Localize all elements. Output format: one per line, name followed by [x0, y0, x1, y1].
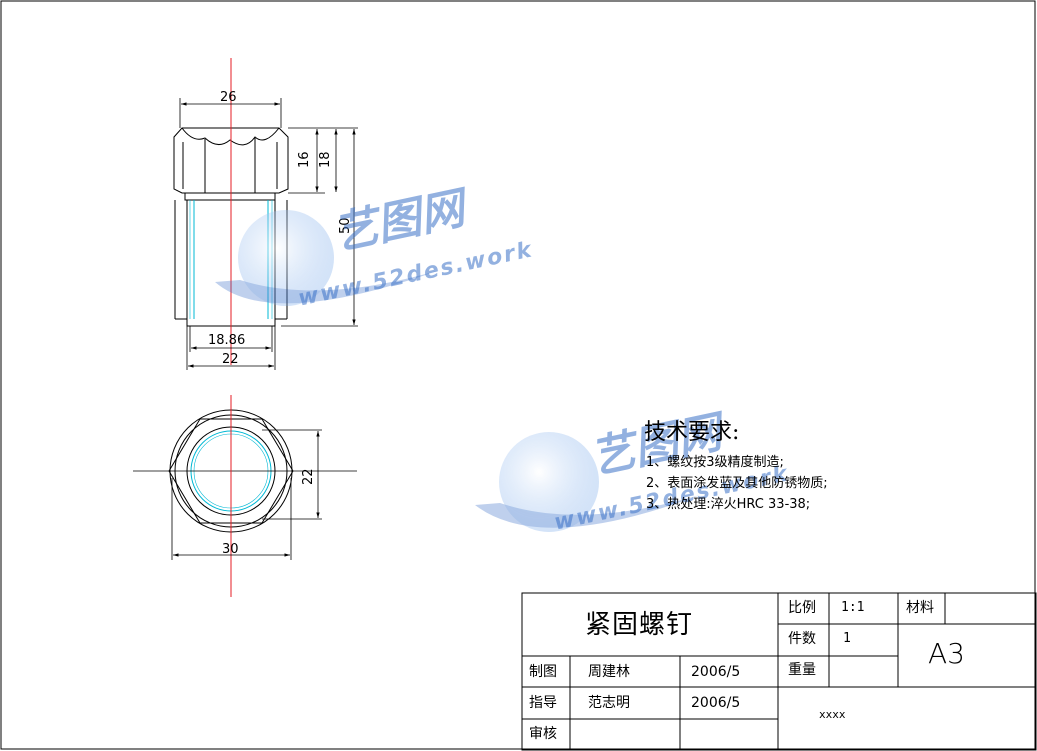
tech-item-3: 3、热处理:淬火HRC 33-38;	[646, 497, 811, 512]
tech-item-2: 2、表面涂发蓝及其他防锈物质;	[646, 476, 828, 491]
company-name: xxxx	[819, 708, 846, 721]
dim-upper-height: 16	[297, 151, 312, 168]
guide-date: 2006/5	[691, 695, 741, 711]
dim-top-width: 26	[220, 90, 237, 105]
title-block	[521, 592, 1037, 751]
dim-across-flats: 22	[301, 468, 316, 485]
tech-title: 技术要求:	[644, 420, 740, 445]
sheet-size: A3	[928, 637, 965, 670]
dim-bottom-width: 22	[222, 352, 239, 367]
drawn-name: 周建林	[588, 664, 630, 680]
nut-neck	[184, 192, 276, 201]
weight-label: 重量	[788, 662, 816, 678]
review-label: 审核	[529, 726, 557, 742]
guide-name: 范志明	[588, 695, 630, 711]
qty-label: 件数	[788, 631, 816, 647]
dim-outer-diameter: 30	[222, 542, 239, 557]
dim-inner-width: 18.86	[208, 333, 246, 348]
tech-item-1: 1、螺纹按3级精度制造;	[646, 455, 784, 470]
part-name: 紧固螺钉	[585, 610, 694, 640]
guide-label: 指导	[529, 695, 557, 711]
material-label: 材料	[906, 600, 934, 616]
top-dimensions	[171, 429, 322, 560]
scale-value: 1:1	[841, 600, 865, 615]
drawn-date: 2006/5	[691, 664, 741, 680]
front-dimensions	[179, 98, 358, 370]
qty-value: 1	[843, 631, 851, 646]
dim-height-18: 18	[318, 151, 333, 168]
drawn-label: 制图	[529, 664, 557, 680]
nut-head-serrations	[181, 127, 280, 146]
watermark-graphic-1	[215, 210, 440, 306]
scale-label: 比例	[788, 600, 816, 616]
watermark-graphic-2	[475, 432, 700, 532]
